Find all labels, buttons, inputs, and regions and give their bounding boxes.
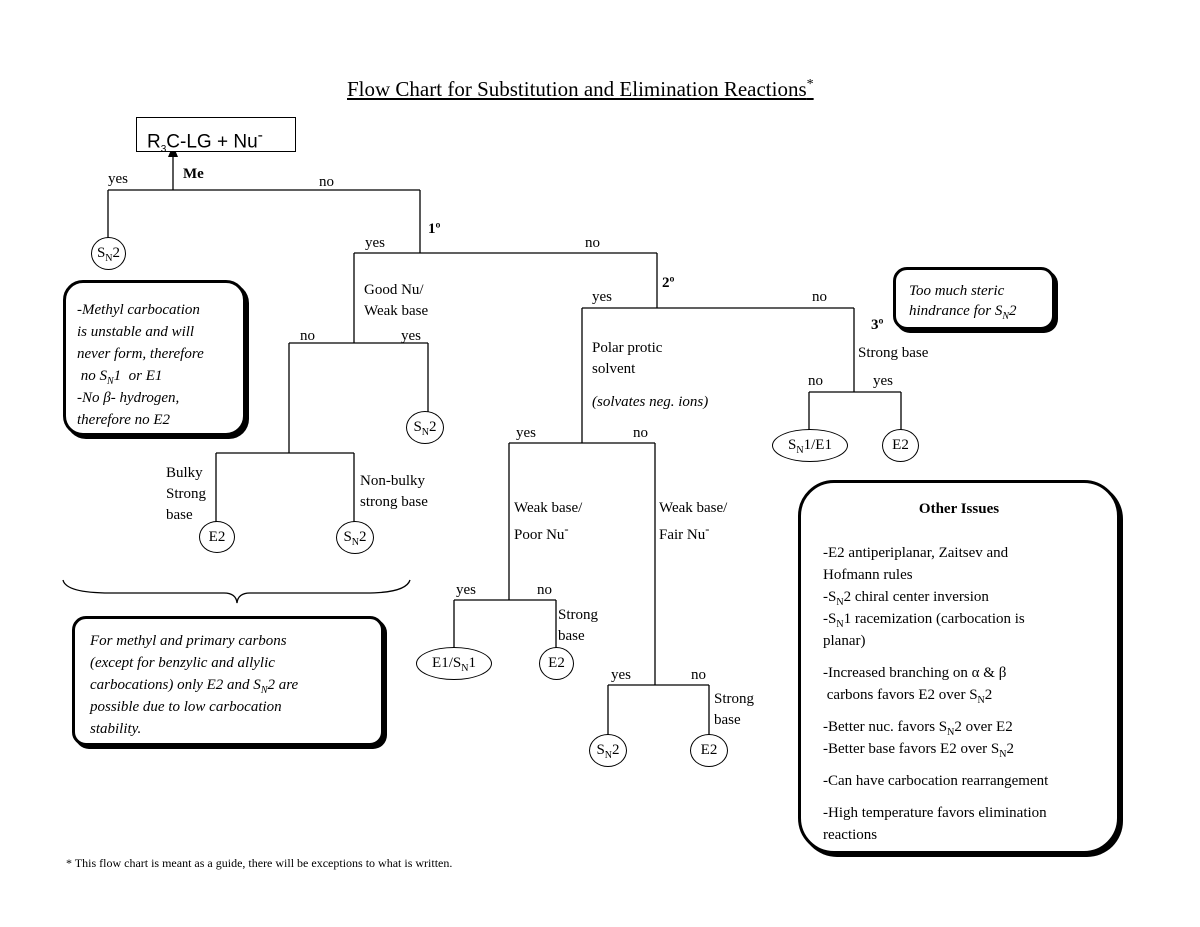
label-weak-fair-2-sup: -: [705, 522, 710, 536]
label-weak-fair-2-text: Fair Nu: [659, 527, 706, 543]
methyl-note-line-3: never form, therefore: [77, 346, 204, 362]
label-weak-fair-1: Weak base/: [659, 500, 728, 516]
primary-note-line-5: stability.: [90, 721, 142, 737]
label-strong-base-2a: Strong: [714, 691, 755, 707]
primary-note-line-3: carbocations) only E2 and SN2 are: [90, 677, 299, 696]
issue-7: -Can have carbocation rearrangement: [823, 773, 1049, 789]
label-good-nu-1: Good Nu/: [364, 282, 424, 298]
other-issues-title: Other Issues: [918, 501, 1000, 517]
start-reactants-box: R3C-LG + Nu-: [136, 117, 296, 156]
label-weak-poor-yes: yes: [456, 582, 476, 598]
label-strong-base-1a: Strong: [558, 607, 599, 623]
issue-4b: carbons favors E2 over SN2: [823, 687, 993, 706]
outcome-e1-sn1: E1/SN1: [416, 647, 492, 680]
start-r-sub: 3: [160, 144, 167, 156]
label-weak-poor-2-sup: -: [564, 522, 569, 536]
footnote: * This flow chart is meant as a guide, t…: [66, 856, 453, 870]
start-sup: -: [257, 127, 263, 144]
label-primary: 1º: [428, 221, 441, 237]
label-good-nu-yes: yes: [401, 328, 421, 344]
methyl-note-line-1: -Methyl carbocation: [77, 302, 200, 318]
title-asterisk: *: [806, 77, 814, 92]
label-tertiary-strong-base: Strong base: [858, 345, 929, 361]
label-bulky-3: base: [166, 507, 193, 523]
primary-note-line-2: (except for benzylic and allylic: [90, 655, 275, 671]
outcome-sn2-nonbulky: SN2: [336, 521, 374, 554]
title-text: Flow Chart for Substitution and Eliminat…: [347, 77, 807, 101]
label-tertiary-no: no: [808, 373, 823, 389]
methyl-note-box: -Methyl carbocation is unstable and will…: [63, 280, 246, 436]
label-strong-base-2b: base: [714, 712, 741, 728]
label-nonbulky-1: Non-bulky: [360, 473, 425, 489]
primary-note-line-4: possible due to low carbocation: [90, 699, 282, 715]
label-secondary: 2º: [662, 275, 675, 291]
label-secondary-no: no: [812, 289, 827, 305]
label-weak-fair-yes: yes: [611, 667, 631, 683]
label-weak-fair-2: Fair Nu-: [659, 521, 709, 544]
steric-note-line-2: hindrance for SN2: [909, 303, 1017, 322]
start-r: R: [147, 131, 161, 153]
methyl-note-line-5: -No β- hydrogen,: [77, 390, 180, 406]
label-polar-protic-1: Polar protic: [592, 340, 663, 356]
outcome-sn2-weak-fair: SN2: [589, 734, 627, 767]
label-bulky-2: Strong: [166, 486, 207, 502]
methyl-note-line-6: therefore no E2: [77, 412, 171, 428]
start-rest: C-LG + Nu: [166, 131, 258, 153]
label-polar-yes: yes: [516, 425, 536, 441]
outcome-sn2-good-nu: SN2: [406, 411, 444, 444]
label-me-no: no: [319, 174, 334, 190]
label-methyl: Me: [183, 166, 204, 182]
steric-note-line-1: Too much steric: [909, 283, 1005, 299]
label-tertiary-yes: yes: [873, 373, 893, 389]
issue-8a: -High temperature favors elimination: [823, 805, 1047, 821]
outcome-sn2-methyl: SN2: [91, 237, 126, 270]
label-good-nu-no: no: [300, 328, 315, 344]
methyl-note-line-4: no SN1 or E1: [77, 368, 163, 387]
outcome-e2-bulky: E2: [199, 521, 235, 553]
label-weak-fair-no: no: [691, 667, 706, 683]
label-bulky-1: Bulky: [166, 465, 203, 481]
outcome-e2-tertiary: E2: [882, 429, 919, 462]
issue-5: -Better nuc. favors SN2 over E2: [823, 719, 1013, 738]
label-weak-poor-2-text: Poor Nu: [514, 527, 565, 543]
issue-4a: -Increased branching on α & β: [823, 665, 1007, 681]
steric-note-box: Too much steric hindrance for SN2: [893, 267, 1055, 330]
issue-1b: Hofmann rules: [823, 567, 913, 583]
issue-3a: -SN1 racemization (carbocation is: [823, 611, 1025, 630]
label-polar-protic-3: (solvates neg. ions): [592, 394, 709, 410]
issue-1a: -E2 antiperiplanar, Zaitsev and: [823, 545, 1009, 561]
label-good-nu-2: Weak base: [364, 303, 429, 319]
outcome-e2-weak-fair: E2: [690, 734, 728, 767]
label-polar-protic-2: solvent: [592, 361, 636, 377]
label-primary-yes: yes: [365, 235, 385, 251]
label-secondary-yes: yes: [592, 289, 612, 305]
primary-note-box: For methyl and primary carbons (except f…: [72, 616, 384, 746]
label-weak-poor-1: Weak base/: [514, 500, 583, 516]
label-primary-no: no: [585, 235, 600, 251]
outcome-e2-weak-poor: E2: [539, 647, 574, 680]
outcome-sn1-e1-tertiary: SN1/E1: [772, 429, 848, 462]
issue-3b: planar): [823, 633, 866, 649]
issue-6: -Better base favors E2 over SN2: [823, 741, 1014, 760]
other-issues-box: Other Issues -E2 antiperiplanar, Zaitsev…: [798, 480, 1120, 854]
methyl-note-line-2: is unstable and will: [77, 324, 195, 340]
label-weak-poor-no: no: [537, 582, 552, 598]
label-polar-no: no: [633, 425, 648, 441]
issue-2: -SN2 chiral center inversion: [823, 589, 989, 608]
label-nonbulky-2: strong base: [360, 494, 428, 510]
issue-8b: reactions: [823, 827, 878, 843]
label-weak-poor-2: Poor Nu-: [514, 521, 569, 544]
label-tertiary: 3º: [871, 317, 884, 333]
label-strong-base-1b: base: [558, 628, 585, 644]
primary-note-line-1: For methyl and primary carbons: [90, 633, 287, 649]
label-me-yes: yes: [108, 171, 128, 187]
page-title: Flow Chart for Substitution and Eliminat…: [347, 77, 814, 102]
